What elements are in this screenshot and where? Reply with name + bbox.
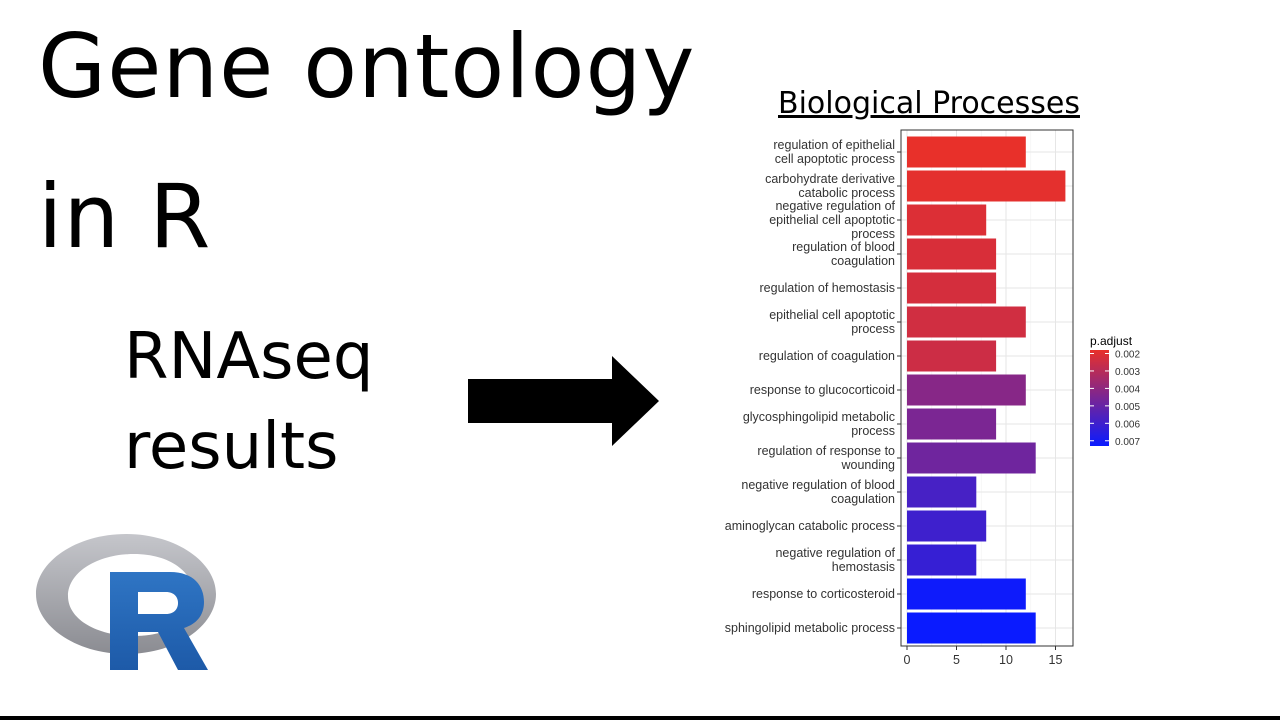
slide-subtitle-line2: results	[124, 410, 339, 484]
bar	[907, 544, 977, 576]
slide-subtitle-line1: RNAseq	[124, 320, 374, 394]
bar	[907, 476, 977, 508]
legend-label: 0.005	[1115, 402, 1140, 413]
legend-label: 0.003	[1115, 367, 1140, 378]
x-tick-label: 10	[999, 653, 1013, 667]
slide-title-line1: Gene ontology	[38, 15, 696, 118]
bar	[907, 272, 997, 304]
right-arrow-icon	[468, 356, 659, 446]
bar	[907, 136, 1026, 168]
bar	[907, 340, 997, 372]
bar	[907, 306, 1026, 338]
y-tick-label: response to glucocorticoid	[750, 383, 895, 397]
x-tick-label: 5	[953, 653, 960, 667]
x-tick-label: 15	[1049, 653, 1063, 667]
legend-label: 0.007	[1115, 437, 1140, 448]
bar	[907, 374, 1026, 406]
bar	[907, 510, 987, 542]
bar	[907, 612, 1036, 644]
r-logo-icon	[36, 534, 216, 670]
bar	[907, 578, 1026, 610]
bottom-divider	[0, 716, 1280, 720]
legend-label: 0.006	[1115, 419, 1140, 430]
bar	[907, 408, 997, 440]
legend-title: p.adjust	[1090, 334, 1133, 348]
y-tick-label: sphingolipid metabolic process	[725, 621, 895, 635]
y-tick-label: response to corticosteroid	[752, 587, 895, 601]
legend-colorbar	[1090, 350, 1109, 446]
y-tick-label: aminoglycan catabolic process	[725, 519, 895, 533]
y-tick-label: regulation of hemostasis	[760, 281, 896, 295]
slide-subtitle: RNAseq results	[124, 312, 373, 492]
legend-label: 0.002	[1115, 349, 1140, 360]
plot-border	[900, 129, 1074, 647]
chart-title: Biological Processes	[778, 86, 1080, 121]
slide-title: Gene ontology in R	[38, 0, 695, 292]
y-tick-label: regulation of coagulation	[759, 349, 895, 363]
bar	[907, 170, 1066, 202]
x-tick-label: 0	[904, 653, 911, 667]
bar	[907, 204, 987, 236]
legend-label: 0.004	[1115, 384, 1140, 395]
slide-title-line2: in R	[38, 165, 212, 268]
bar	[907, 238, 997, 270]
bar	[907, 442, 1036, 474]
